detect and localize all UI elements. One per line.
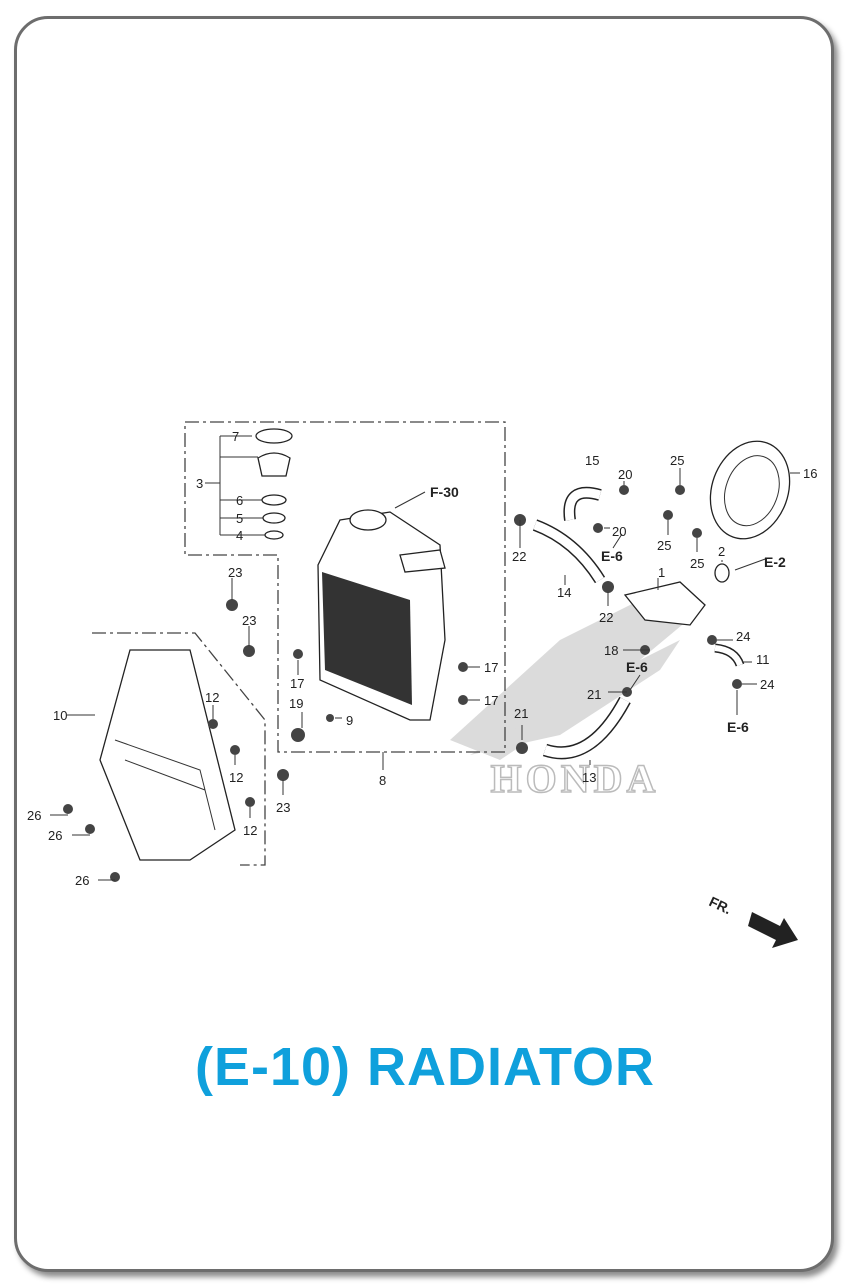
callout-21b: 21	[514, 706, 528, 721]
callout-20a: 20	[618, 467, 632, 482]
callout-25b: 25	[657, 538, 671, 553]
callout-8: 8	[379, 773, 386, 788]
radiator-cap-parts	[205, 428, 293, 540]
callout-26c: 26	[75, 873, 89, 888]
callout-15: 15	[585, 453, 599, 468]
callout-4: 4	[236, 528, 243, 543]
front-arrow-icon	[748, 912, 798, 948]
callout-19: 19	[289, 696, 303, 711]
callout-22a: 22	[512, 549, 526, 564]
callout-25c: 25	[690, 556, 704, 571]
callout-20b: 20	[612, 524, 626, 539]
shroud-group-boundary	[92, 632, 266, 866]
callout-1: 1	[658, 565, 665, 580]
callout-17b: 17	[484, 660, 498, 675]
callout-24b: 24	[760, 677, 774, 692]
ref-e6-b: E-6	[626, 659, 648, 675]
callout-2: 2	[718, 544, 725, 559]
front-label: FR.	[707, 893, 734, 917]
callout-26b: 26	[48, 828, 62, 843]
callout-18: 18	[604, 643, 618, 658]
honda-wing-watermark	[450, 600, 700, 760]
callout-16: 16	[803, 466, 817, 481]
callout-24a: 24	[736, 629, 750, 644]
callout-17a: 17	[290, 676, 304, 691]
water-pipe-1	[623, 581, 706, 626]
callout-26a: 26	[27, 808, 41, 823]
callout-12a: 12	[205, 690, 219, 705]
callout-22b: 22	[599, 610, 613, 625]
callout-23a: 23	[228, 565, 242, 580]
ref-f30: F-30	[430, 484, 459, 500]
callout-12c: 12	[243, 823, 257, 838]
callout-25a: 25	[670, 453, 684, 468]
honda-watermark-text: HONDA	[491, 756, 660, 801]
front-direction-marker: FR.	[707, 893, 798, 948]
callout-23b: 23	[242, 613, 256, 628]
radiator-shroud-10	[99, 649, 236, 861]
callout-7: 7	[232, 429, 239, 444]
callout-14: 14	[557, 585, 571, 600]
callout-9: 9	[346, 713, 353, 728]
callout-labels: 1 2 3 4 5 6 7 8 9 10 11 12 12 12 13 14 1…	[27, 429, 817, 888]
o-ring-2	[714, 563, 730, 583]
callout-10: 10	[53, 708, 67, 723]
callout-13: 13	[582, 770, 596, 785]
ref-e2: E-2	[764, 554, 786, 570]
ref-e6-a: E-6	[601, 548, 623, 564]
callout-23c: 23	[276, 800, 290, 815]
callout-11: 11	[756, 652, 770, 667]
callout-17c: 17	[484, 693, 498, 708]
ref-e6-c: E-6	[727, 719, 749, 735]
cooling-fan-16	[709, 440, 791, 540]
callout-12b: 12	[229, 770, 243, 785]
callout-6: 6	[236, 493, 243, 508]
radiator-assembly-boundary	[184, 421, 506, 753]
page-title: (E-10) RADIATOR	[194, 1037, 656, 1097]
callout-21a: 21	[587, 687, 601, 702]
callout-5: 5	[236, 511, 243, 526]
callout-3: 3	[196, 476, 203, 491]
radiator	[317, 509, 446, 721]
